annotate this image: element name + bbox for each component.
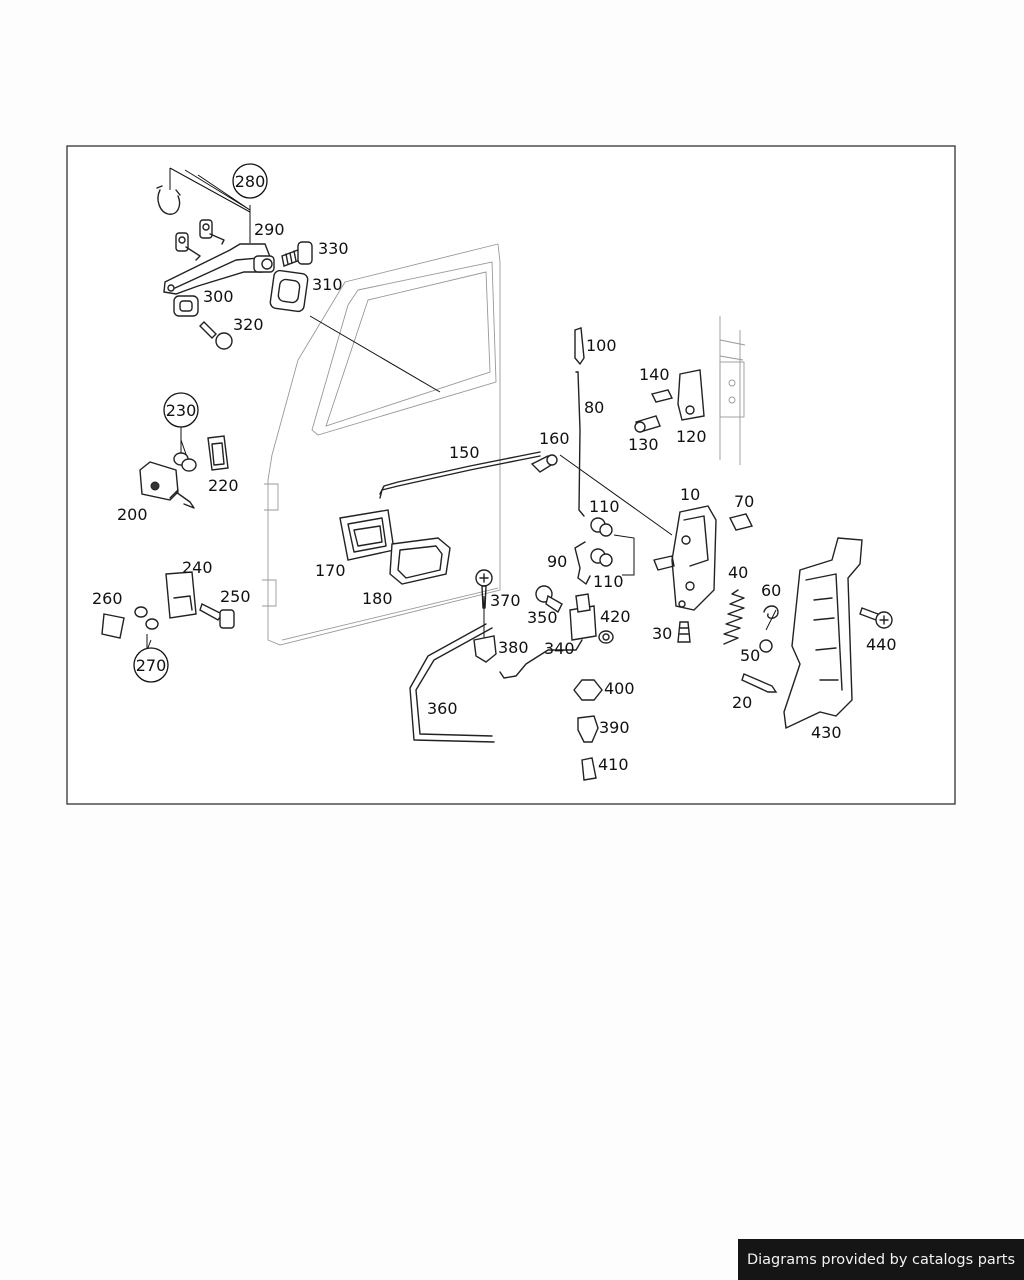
callout-150: 150: [449, 443, 480, 462]
bolt-350: [535, 585, 563, 614]
actuator-340: [499, 593, 597, 679]
screw-320: [199, 321, 233, 350]
grommet-420: [598, 630, 614, 644]
callout-80: 80: [584, 398, 604, 417]
cap-390: [577, 715, 599, 743]
cover-430: [783, 537, 863, 730]
b-pillar: [719, 316, 746, 465]
lever-20: [741, 673, 778, 693]
callout-330: 330: [318, 239, 349, 258]
callout-60: 60: [761, 581, 781, 600]
callout-circle-230: [163, 392, 199, 428]
gasket-300: [173, 295, 199, 317]
footer-banner: Diagrams provided by catalogs parts: [738, 1239, 1024, 1280]
screw-130: [634, 415, 661, 433]
callout-circle-270: [133, 647, 169, 683]
callout-circle-280: [232, 163, 268, 199]
callout-200: 200: [117, 505, 148, 524]
callout-130: 130: [628, 435, 659, 454]
seal-220: [207, 435, 229, 471]
callout-360: 360: [427, 699, 458, 718]
callout-410: 410: [598, 755, 629, 774]
callout-180: 180: [362, 589, 393, 608]
plug-410: [581, 757, 597, 781]
rod-150: [379, 451, 541, 499]
plug-270: [134, 606, 159, 630]
rod-90: [574, 541, 591, 585]
callout-370: 370: [490, 591, 521, 610]
key-250: [199, 603, 235, 629]
callout-260: 260: [92, 589, 123, 608]
callout-250: 250: [220, 587, 251, 606]
callout-170: 170: [315, 561, 346, 580]
outer-handle-290: [163, 243, 275, 295]
callout-140: 140: [639, 365, 670, 384]
lock-cylinder-200: [139, 461, 195, 509]
key-set-280: [156, 185, 225, 261]
callout-280: 280: [235, 172, 266, 191]
callout-300: 300: [203, 287, 234, 306]
callout-220: 220: [208, 476, 239, 495]
callout-320: 320: [233, 315, 264, 334]
spring-40: [723, 589, 745, 645]
callout-50: 50: [740, 646, 760, 665]
callout-400: 400: [604, 679, 635, 698]
callout-110-lower: 110: [593, 572, 624, 591]
callout-20: 20: [732, 693, 752, 712]
clip-380: [473, 635, 497, 663]
callout-420: 420: [600, 607, 631, 626]
screw-140: [650, 389, 674, 403]
callout-270: 270: [136, 656, 167, 675]
callout-240: 240: [182, 558, 213, 577]
callout-90: 90: [547, 552, 567, 571]
stud-30: [677, 621, 691, 643]
leader-lines: [146, 167, 777, 652]
screw-440: [859, 607, 893, 629]
callout-40: 40: [728, 563, 748, 582]
callout-120: 120: [676, 427, 707, 446]
callout-70: 70: [734, 492, 754, 511]
bushing-110: [590, 517, 613, 567]
callout-350: 350: [527, 608, 558, 627]
screw-370: [475, 569, 493, 609]
callout-340: 340: [544, 639, 575, 658]
callout-230: 230: [166, 401, 197, 420]
callout-310: 310: [312, 275, 343, 294]
callout-10: 10: [680, 485, 700, 504]
callout-380: 380: [498, 638, 529, 657]
callout-440: 440: [866, 635, 897, 654]
nut-50: [759, 639, 773, 653]
spring-clip-60: [763, 605, 779, 619]
cover-240: [165, 571, 197, 619]
door-outline: [262, 243, 501, 646]
callout-430: 430: [811, 723, 842, 742]
rod-80: [575, 371, 585, 517]
bezel-180: [389, 537, 451, 585]
gasket-310: [269, 269, 309, 313]
callout-390: 390: [599, 718, 630, 737]
screw-330: [281, 241, 313, 267]
footer-text: Diagrams provided by catalogs parts: [746, 1251, 1016, 1268]
clip-160: [530, 454, 558, 473]
strap-360: [409, 623, 495, 743]
callout-100: 100: [586, 336, 617, 355]
callout-110-upper: 110: [589, 497, 620, 516]
door-lock-10: [653, 505, 717, 611]
striker-120: [677, 369, 705, 421]
cap-400: [573, 679, 603, 701]
callout-labels: 10 20 30 40 50 60 70 80 90 100 110 110 1…: [92, 172, 897, 774]
bolt-70: [728, 513, 754, 531]
callout-160: 160: [539, 429, 570, 448]
knob-100: [574, 327, 585, 366]
callout-290: 290: [254, 220, 285, 239]
insert-260: [101, 613, 125, 639]
callout-30: 30: [652, 624, 672, 643]
plug-230: [173, 452, 197, 472]
